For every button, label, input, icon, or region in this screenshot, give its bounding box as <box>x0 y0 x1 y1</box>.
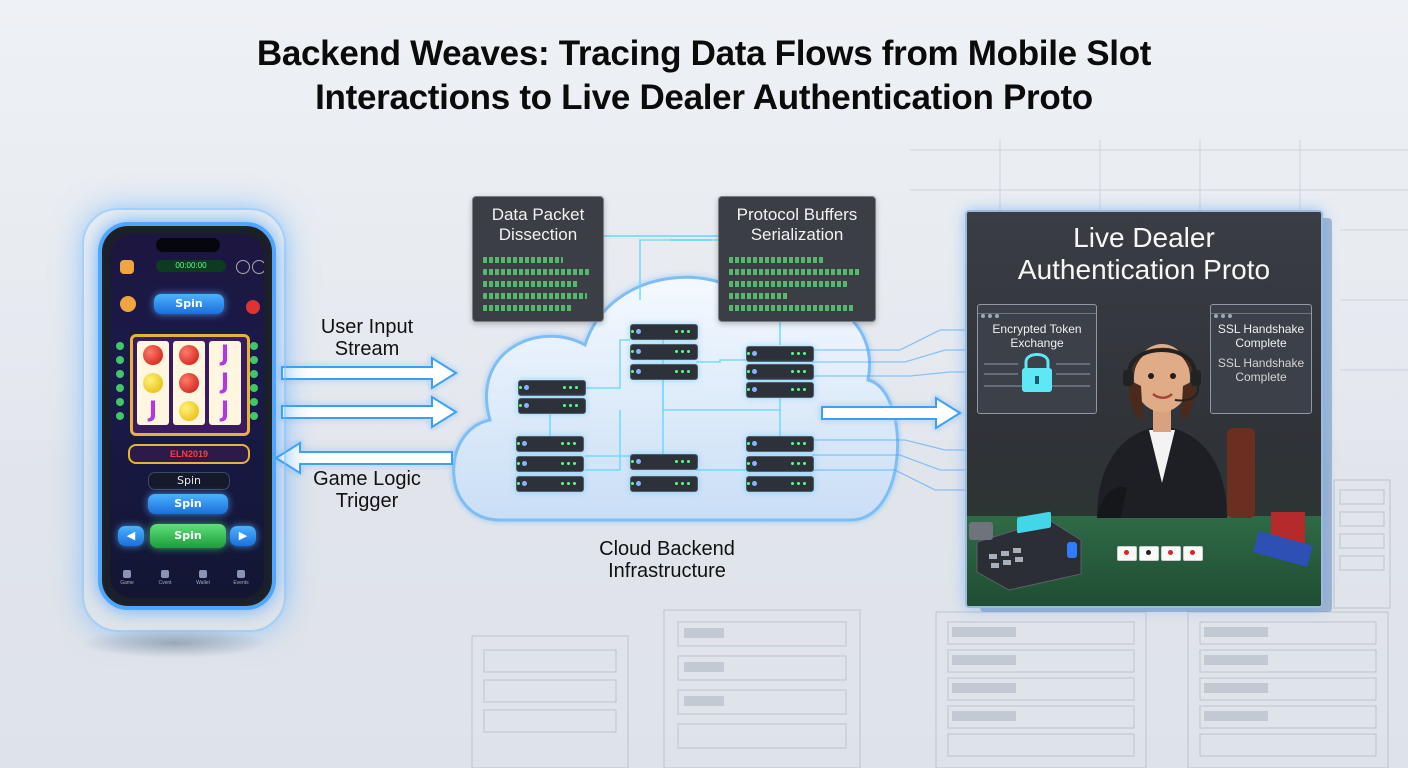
left-paylines <box>116 342 124 422</box>
close-icon[interactable] <box>246 300 260 314</box>
phone-notch <box>156 238 220 252</box>
playing-card <box>1117 546 1137 561</box>
slot-reels: J J J J <box>130 334 250 436</box>
server-unit <box>746 476 814 492</box>
code-lines <box>729 257 875 311</box>
cherry-icon <box>179 345 199 365</box>
reel-2 <box>173 341 205 425</box>
avatar-icon[interactable] <box>120 260 134 274</box>
data-packet-dissection-box: Data Packet Dissection <box>472 196 604 322</box>
menu-icon[interactable] <box>252 260 264 274</box>
nav-item-cvent[interactable]: Cvent <box>150 570 180 586</box>
jackpot-marquee: ELN2019 <box>128 444 250 464</box>
server-unit <box>516 436 584 452</box>
arrow-user-input-1 <box>281 356 458 390</box>
server-unit <box>746 346 814 362</box>
phone-shadow <box>80 628 270 658</box>
settings-icon[interactable] <box>236 260 250 274</box>
server-unit <box>630 344 698 360</box>
chip-stack-icon <box>1253 512 1313 567</box>
window-titlebar <box>978 305 1096 318</box>
title-line-1: Backend Weaves: Tracing Data Flows from … <box>256 34 1152 73</box>
server-unit <box>518 380 586 396</box>
reel-3: J J J <box>209 341 241 425</box>
window-titlebar <box>1211 305 1311 318</box>
phone-status-bar: 00:00:00 <box>116 258 264 276</box>
lemon-icon <box>143 373 163 393</box>
game-icon <box>123 570 131 578</box>
live-dealer-panel: Live Dealer Authentication Proto <box>965 210 1323 608</box>
lemon-icon <box>179 401 199 421</box>
dealer-title: Live Dealer Authentication Proto <box>1017 222 1271 285</box>
prev-icon[interactable]: ◀ <box>118 526 144 546</box>
server-unit <box>746 382 814 398</box>
phone-glow-frame <box>82 208 286 632</box>
label-cloud-backend: Cloud Backend Infrastructure <box>599 538 735 582</box>
dealer-figure <box>1097 344 1255 518</box>
server-unit <box>516 476 584 492</box>
calendar-icon <box>237 570 245 578</box>
playing-card <box>1139 546 1159 561</box>
server-unit <box>516 456 584 472</box>
playing-card <box>1183 546 1203 561</box>
label-user-input-stream: User Input Stream <box>320 316 414 360</box>
main-spin-button[interactable]: Spin <box>150 524 226 548</box>
credit-display: 00:00:00 <box>156 260 226 272</box>
server-unit <box>746 436 814 452</box>
code-lines <box>483 257 603 311</box>
arrow-to-dealer <box>821 396 962 430</box>
j-symbol-icon: J <box>148 398 158 423</box>
j-symbol-icon: J <box>220 398 230 423</box>
right-paylines <box>250 342 258 422</box>
cherry-icon <box>179 373 199 393</box>
mobile-phone: 00:00:00 Spin J J J J <box>98 222 276 610</box>
server-unit <box>630 476 698 492</box>
label-game-logic-trigger: Game Logic Trigger <box>313 468 421 512</box>
server-unit <box>630 454 698 470</box>
server-unit <box>518 398 586 414</box>
next-icon[interactable]: ▶ <box>230 526 256 546</box>
arrow-game-logic <box>274 441 453 475</box>
card-terminal-icon <box>969 511 1082 591</box>
nav-item-game[interactable]: Game <box>112 570 142 586</box>
encrypted-token-window: Encrypted Token Exchange <box>977 304 1097 414</box>
lock-icon <box>984 353 1090 392</box>
reel-1: J <box>137 341 169 425</box>
server-unit <box>630 364 698 380</box>
j-symbol-icon: J <box>220 370 230 395</box>
mid-spin-button[interactable]: Spin <box>148 494 228 514</box>
wallet-icon <box>199 570 207 578</box>
page-title: Backend Weaves: Tracing Data Flows from … <box>0 32 1408 120</box>
phone-bottom-nav: Game Cvent Wallet Events <box>110 570 264 594</box>
title-line-2: Interactions to Live Dealer Authenticati… <box>315 78 1093 117</box>
nav-item-events[interactable]: Events <box>226 570 256 586</box>
protocol-buffers-box: Protocol Buffers Serialization <box>718 196 876 322</box>
cherry-icon <box>143 345 163 365</box>
arrow-user-input-2 <box>281 395 458 429</box>
phone-screen: 00:00:00 Spin J J J J <box>110 234 264 598</box>
server-unit <box>746 364 814 380</box>
event-icon <box>161 570 169 578</box>
ssl-handshake-window: SSL Handshake Complete SSL Handshake Com… <box>1210 304 1312 414</box>
j-symbol-icon: J <box>220 342 230 367</box>
playing-card <box>1161 546 1181 561</box>
top-spin-button[interactable]: Spin <box>154 294 224 314</box>
server-unit <box>630 324 698 340</box>
bet-amount-field[interactable]: Spin <box>148 472 230 490</box>
profile-icon[interactable] <box>120 296 136 312</box>
server-unit <box>746 456 814 472</box>
nav-item-wallet[interactable]: Wallet <box>188 570 218 586</box>
